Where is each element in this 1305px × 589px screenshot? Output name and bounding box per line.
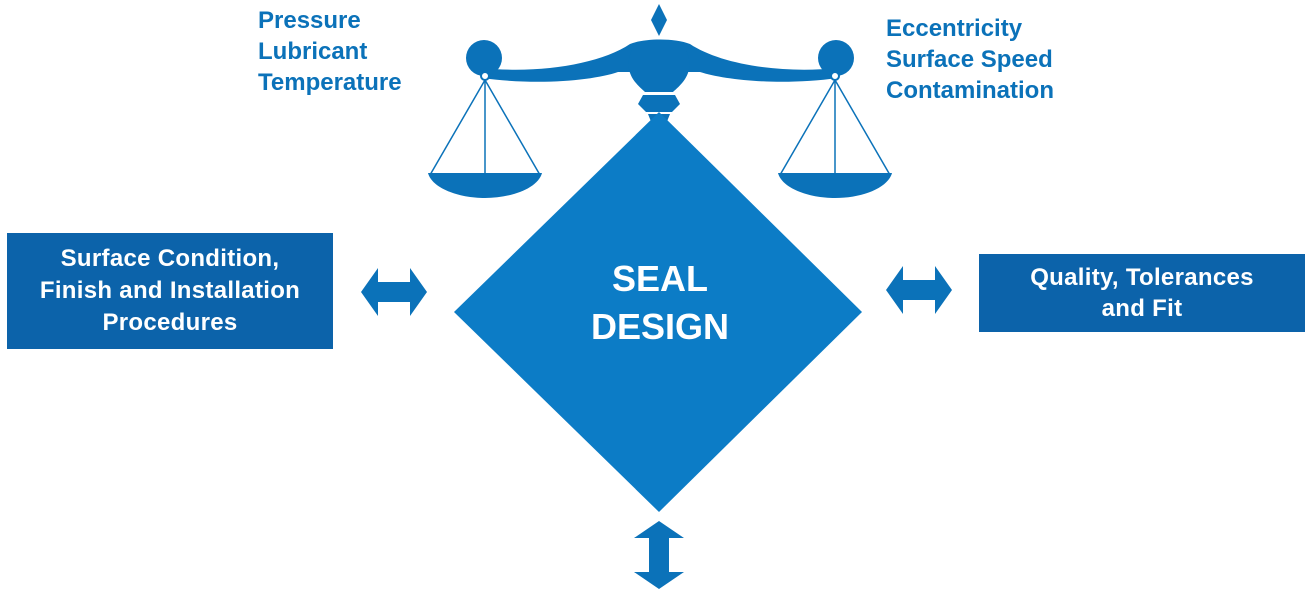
surface-condition-box: Surface Condition, Finish and Installati… (7, 233, 333, 349)
scale-pan-strings-left (429, 79, 541, 176)
scale-pan-left (428, 173, 542, 198)
seal-design-diamond (454, 112, 862, 512)
balance-scale-icon (466, 4, 854, 124)
scale-ball-left (466, 40, 502, 76)
factor-eccentricity: Eccentricity (886, 15, 1023, 42)
factor-surface-speed: Surface Speed (886, 46, 1053, 73)
scale-pedestal (628, 50, 690, 92)
factor-temperature: Temperature (258, 69, 402, 96)
right-box-line-1: Quality, Tolerances (1030, 264, 1254, 291)
double-arrow-vertical-icon (634, 521, 684, 589)
double-arrow-horizontal-icon-left (361, 268, 427, 316)
factor-lubricant: Lubricant (258, 38, 368, 65)
seal-design-title: SEAL DESIGN (560, 255, 760, 351)
scale-finial (651, 4, 667, 36)
factor-contamination: Contamination (886, 77, 1054, 104)
left-box-line-2: Finish and Installation (39, 277, 301, 304)
center-title-line-2: DESIGN (590, 306, 730, 347)
scale-ball-right (818, 40, 854, 76)
left-box-line-3: Procedures (102, 309, 238, 336)
center-title-line-1: SEAL (611, 258, 708, 299)
factor-pressure: Pressure (258, 7, 361, 34)
scale-left-factors: Pressure Lubricant Temperature (258, 5, 402, 98)
double-arrow-horizontal-icon-right (886, 266, 952, 314)
left-box-line-1: Surface Condition, (60, 245, 280, 272)
scale-pan-right (778, 173, 892, 198)
scale-right-factors: Eccentricity Surface Speed Contamination (886, 13, 1054, 106)
right-box-line-2: and Fit (1101, 295, 1183, 322)
quality-tolerances-box: Quality, Tolerances and Fit (979, 254, 1305, 332)
scale-pan-strings-right (779, 79, 891, 176)
